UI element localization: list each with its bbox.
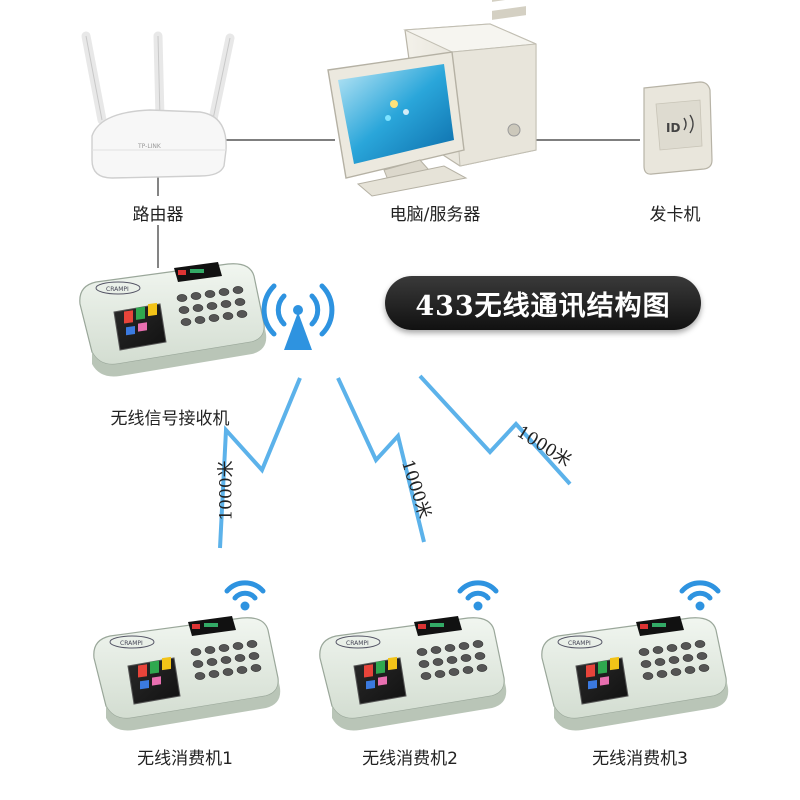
card-issuer-label: 发卡机: [649, 205, 701, 225]
signal-link-1: [218, 377, 302, 549]
signal-link-2: [336, 377, 426, 543]
antenna-icon: [261, 283, 335, 350]
receiver-label: 无线信号接收机: [110, 409, 230, 429]
distance-label-1: 1000米: [216, 460, 237, 521]
terminal-2-label: 无线消费机2: [362, 749, 458, 769]
signal-link-3: [418, 374, 572, 486]
terminal-device-1-icon: [93, 615, 281, 732]
terminal-1-label: 无线消费机1: [137, 749, 233, 769]
terminal-device-2-icon: [319, 615, 507, 732]
router-icon: TP-LINK: [81, 31, 235, 179]
diagram-title: 433无线通讯结构图: [385, 276, 701, 330]
router-label: 路由器: [132, 205, 184, 225]
wifi-icon-1: [227, 583, 263, 611]
svg-text:ID: ID: [666, 121, 680, 135]
terminal-3-label: 无线消费机3: [592, 749, 688, 769]
diagram-title-text: 433无线通讯结构图: [415, 290, 671, 322]
wifi-icon-3: [682, 583, 718, 611]
wifi-icon-2: [460, 583, 496, 611]
card-issuer-icon: ID: [643, 81, 713, 175]
computer-icon: [327, 0, 537, 197]
receiver-device-icon: [79, 261, 267, 378]
server-label: 电脑/服务器: [389, 205, 481, 225]
svg-text:TP-LINK: TP-LINK: [137, 143, 162, 150]
terminal-device-3-icon: [541, 615, 729, 732]
